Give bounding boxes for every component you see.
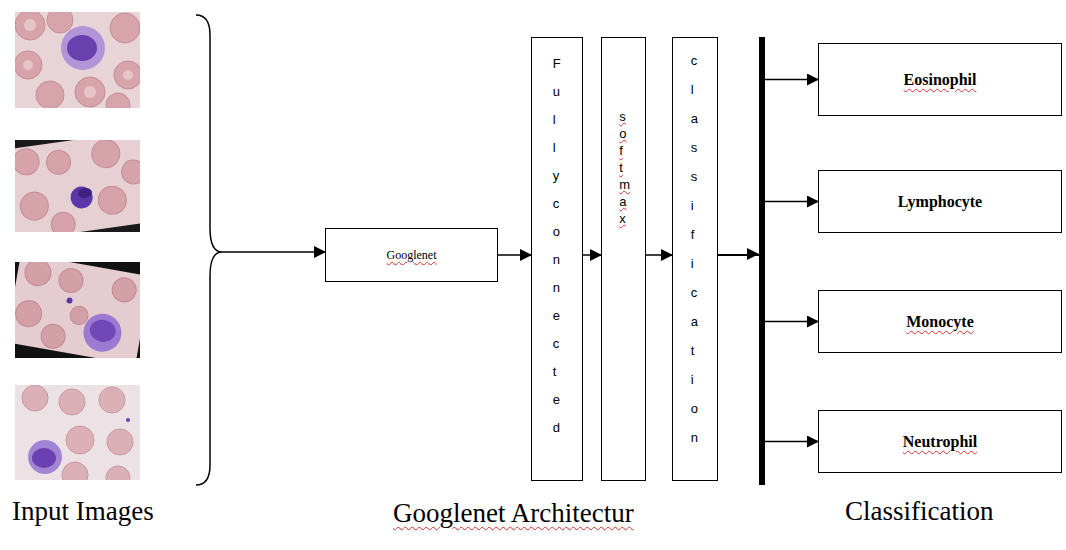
- class-box: Lymphocyte: [818, 170, 1062, 233]
- blood-smear-image: [15, 385, 140, 480]
- node-label: Neutrophil: [903, 433, 977, 451]
- layer-box: Fully connected: [531, 37, 583, 481]
- blood-smear-image: [15, 12, 140, 108]
- node-label: Googlenet: [387, 248, 437, 263]
- blood-smear-image: [15, 140, 140, 232]
- class-box: Monocyte: [818, 290, 1062, 353]
- class-box: Neutrophil: [818, 410, 1062, 473]
- flow-arrow: [718, 202, 818, 256]
- bar-arrowhead: [747, 248, 759, 260]
- flow-arrow: [498, 254, 531, 256]
- node-label: Monocyte: [906, 313, 974, 331]
- blood-smear-image: [15, 262, 140, 358]
- layer-box: softmax: [601, 37, 646, 481]
- node-label: Lymphocyte: [898, 193, 982, 211]
- input-arrow: [222, 251, 325, 253]
- flow-arrow: [718, 255, 818, 322]
- layer-box: classification: [672, 37, 718, 481]
- section-label: Classification: [845, 496, 993, 527]
- flow-arrow: [646, 254, 672, 256]
- vertical-layer-label: classification: [691, 46, 692, 452]
- vertical-layer-label: Fully connected: [553, 50, 554, 442]
- section-label: Googlenet Architectur: [393, 498, 634, 529]
- model-box: Googlenet: [325, 228, 498, 282]
- flow-arrow: [718, 80, 818, 256]
- class-box: Eosinophil: [818, 43, 1062, 116]
- vertical-layer-label: softmax: [619, 108, 620, 227]
- node-label: Eosinophil: [904, 71, 977, 89]
- flow-arrow: [583, 254, 601, 256]
- section-label: Input Images: [12, 496, 154, 527]
- curly-brace: [196, 15, 222, 485]
- flow-arrow: [718, 255, 818, 442]
